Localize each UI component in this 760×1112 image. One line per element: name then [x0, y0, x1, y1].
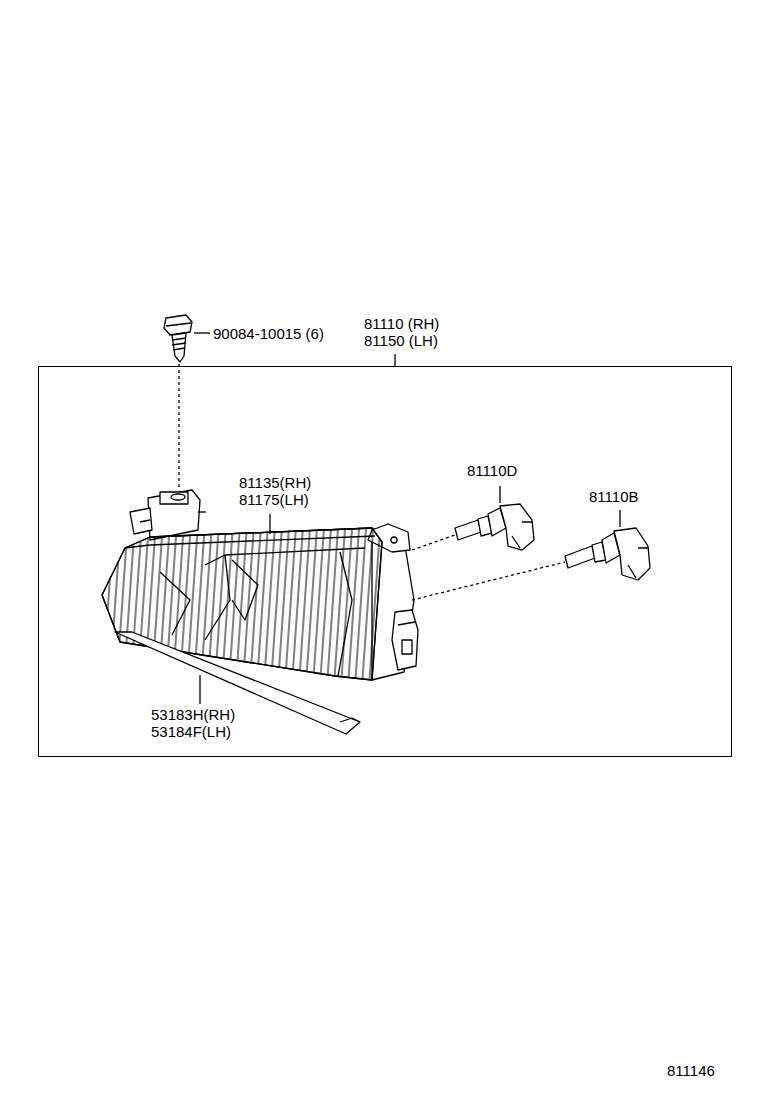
- leader-line: [194, 332, 210, 333]
- part-number: 81110D: [466, 462, 518, 479]
- part-number: 81110B: [588, 488, 640, 505]
- part-number: 90084-10015 (6): [212, 325, 325, 342]
- mount-bracket: [130, 490, 206, 540]
- bulb-symbol: [565, 510, 650, 580]
- assembly-number: 81110 (RH) 81150 (LH): [364, 315, 464, 349]
- part-number: 81135(RH) 81175(LH): [238, 474, 312, 508]
- diagram-code: 811146: [666, 1062, 716, 1079]
- bulb-symbol: [455, 486, 534, 550]
- leader-line: [199, 675, 200, 704]
- dashed-guide: [412, 535, 455, 550]
- headlamp-lens: [102, 514, 382, 680]
- part-number: 53183H(RH) 53184F(LH): [150, 706, 236, 740]
- lamp-connector: [392, 610, 418, 670]
- dashed-guide: [178, 364, 179, 490]
- leader-line: [394, 354, 395, 366]
- dashed-guide: [412, 562, 565, 600]
- bolt-symbol: [164, 315, 192, 362]
- assembly-box: 81110 (RH) 81150 (LH): [38, 366, 732, 757]
